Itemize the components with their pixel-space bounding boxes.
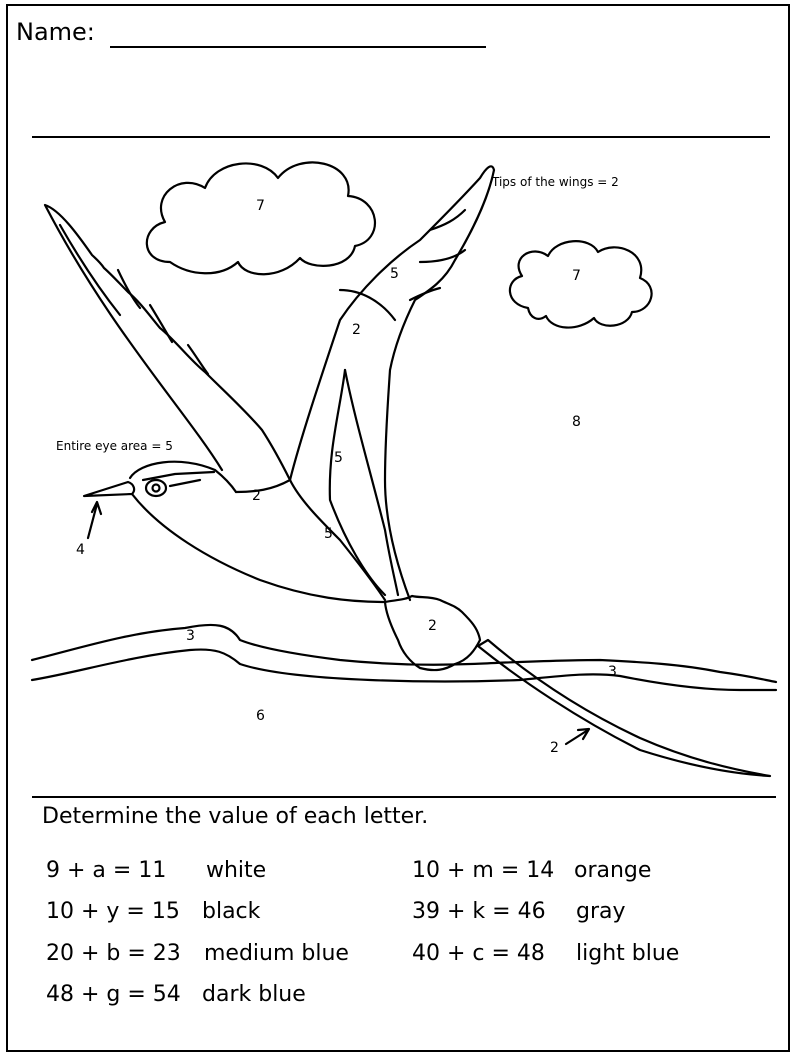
water-line-lower [30,648,778,692]
label-tail-feathers: 2 [428,618,437,634]
key-color: dark blue [202,982,306,1007]
key-color: light blue [576,941,680,966]
right-wing [288,165,496,602]
key-equation: 9 + a = 11 [46,858,167,883]
label-eye-note: Entire eye area = 5 [56,439,173,453]
name-line[interactable] [110,46,486,48]
label-wing-inner: 5 [334,450,343,466]
cloud-right [508,240,653,329]
label-cloud-left: 7 [256,198,265,214]
label-sea: 6 [256,708,265,724]
bird-body [130,492,387,604]
label-beak: 4 [76,542,85,558]
label-wing-lower: 5 [324,526,333,542]
key-equation: 39 + k = 46 [412,899,546,924]
label-wing-base: 2 [352,322,361,338]
name-label: Name: [16,18,95,46]
key-equation: 48 + g = 54 [46,982,181,1007]
tail-feathers [383,594,482,672]
label-wing-tip-note: Tips of the wings = 2 [491,175,619,189]
instructions-text: Determine the value of each letter. [42,804,429,829]
bottom-divider [32,796,776,798]
beak-arrow [86,502,99,540]
label-tail-streamer: 2 [550,740,559,756]
label-water-right: 3 [608,664,617,680]
label-water-left: 3 [186,628,195,644]
water-line-upper [30,623,778,684]
top-divider [32,136,770,138]
beak [82,480,136,498]
streamer-arrow [564,728,590,746]
key-equation: 10 + m = 14 [412,858,555,883]
key-color: white [206,858,267,883]
key-color: orange [574,858,652,883]
eye [144,478,168,498]
label-sky: 8 [572,414,581,430]
label-upper-wing: 5 [390,266,399,282]
key-color: black [202,899,261,924]
key-color: gray [576,899,626,924]
color-by-number-picture: 7 7 8 Tips of the wings = 2 5 2 5 5 2 En… [30,161,778,778]
key-color: medium blue [204,941,349,966]
bird-head [128,460,238,494]
key-equation: 20 + b = 23 [46,941,181,966]
tail-streamer [476,638,772,778]
key-equation: 40 + c = 48 [412,941,545,966]
label-body: 2 [252,488,261,504]
key-equation: 10 + y = 15 [46,899,180,924]
worksheet-page [6,4,790,1052]
cloud-left [145,161,377,276]
label-cloud-right: 7 [572,268,581,284]
left-wing [43,203,292,482]
